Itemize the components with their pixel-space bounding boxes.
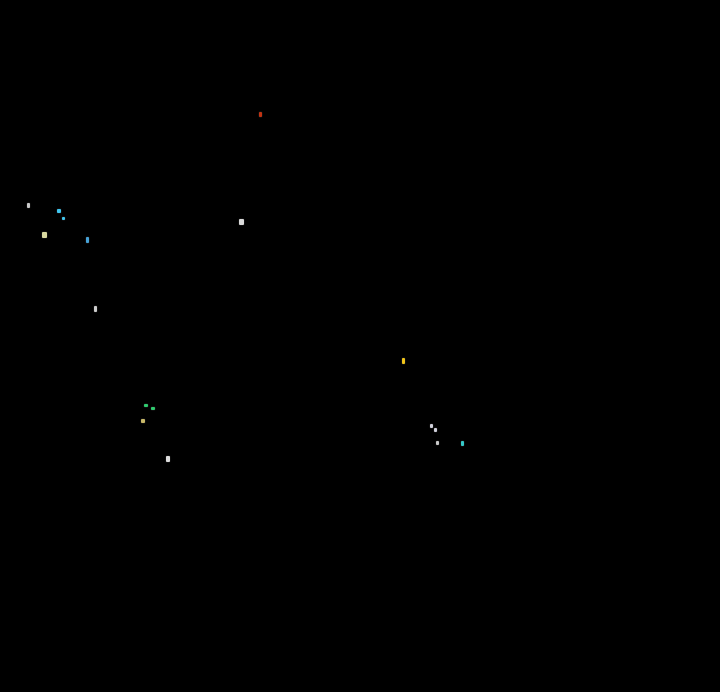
particle <box>434 428 437 432</box>
particle <box>42 232 47 238</box>
particle <box>144 404 148 407</box>
particle <box>94 306 97 312</box>
particle <box>402 358 405 364</box>
particle <box>436 441 439 445</box>
particle <box>86 237 89 243</box>
particle <box>57 209 61 213</box>
particle <box>430 424 433 428</box>
particle <box>166 456 170 462</box>
particle <box>151 407 155 410</box>
particle <box>239 219 244 225</box>
particle <box>259 112 262 117</box>
particle <box>27 203 30 208</box>
particle <box>62 217 65 220</box>
particle <box>461 441 464 446</box>
particle <box>141 419 145 423</box>
